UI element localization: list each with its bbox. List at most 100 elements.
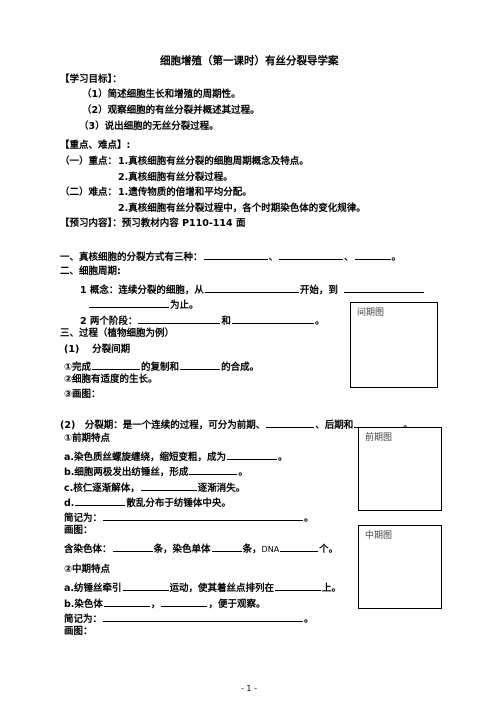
prophase-drawing-box[interactable]: 前期图	[358, 427, 442, 511]
prophase-draw: 画图：	[64, 525, 93, 536]
zhongdian-label: （一）重点：	[60, 156, 118, 167]
blank[interactable]	[204, 281, 299, 293]
end-mark: 。	[403, 420, 413, 431]
interphase-drawing-box[interactable]: 间期图	[350, 302, 438, 388]
document-title: 细胞增殖（第一课时）有丝分裂导学案	[160, 55, 339, 67]
blank[interactable]	[211, 540, 242, 552]
blank[interactable]	[140, 479, 197, 491]
interphase-line1: ①完成的复制和的合成。	[64, 358, 259, 374]
metaphase-summary: 简记为： 。	[64, 610, 314, 626]
blank[interactable]	[103, 610, 304, 622]
blank[interactable]	[279, 248, 344, 260]
prophase-b: b.细胞两极发出纺锤丝，形成 。	[64, 463, 248, 479]
concept-text: 开始，到	[299, 285, 338, 296]
blank[interactable]	[161, 595, 208, 607]
dna-label: DNA	[261, 545, 280, 554]
text: a.纺锤丝牵引	[64, 583, 122, 594]
end-mark: 。	[278, 452, 288, 463]
sep: 、	[268, 252, 279, 263]
cycle-concept-line2: 为止。	[88, 296, 199, 312]
blank[interactable]	[203, 248, 268, 260]
blank[interactable]	[103, 509, 304, 521]
text: 的合成。	[221, 362, 260, 373]
stages-text: 和	[221, 316, 231, 327]
text: b.染色体	[64, 599, 103, 610]
prophase-summary: 简记为： 。	[64, 509, 314, 525]
objective-item: （3）说出细胞的无丝分裂过程。	[79, 121, 219, 132]
section3-header: 三、过程（植物细胞为例）	[60, 328, 175, 339]
objective-item: （1）简述细胞生长和增殖的周期性。	[82, 89, 241, 100]
text: d.	[64, 498, 75, 509]
text: c.核仁逐渐解体，	[64, 483, 140, 494]
nandian-item: 2.真核细胞有丝分裂过程中，各个时期染色体的变化规律。	[118, 203, 366, 214]
metaphase-drawing-box[interactable]: 中期图	[358, 525, 442, 609]
page-number: - 1 -	[241, 684, 257, 693]
keypoints-header: 【重点、难点】:	[60, 140, 131, 151]
metaphase-b: b.染色体 ， ，便于观察。	[64, 595, 265, 611]
blank[interactable]	[103, 595, 150, 607]
text: 散乱分布于纺锤体中央。	[126, 498, 231, 509]
box-label: 前期图	[365, 433, 393, 443]
section2-header: 二、细胞周期:	[60, 266, 121, 277]
nandian-item: 1.遗传物质的倍增和平均分配。	[118, 187, 252, 198]
preview-text: 预习教材内容 P110-114 面	[121, 218, 246, 229]
box-label: 中期图	[365, 531, 393, 541]
blank[interactable]	[275, 579, 322, 591]
box-label: 间期图	[357, 308, 385, 318]
metaphase-title: ②中期特点	[64, 564, 111, 575]
section1-line: 一、真核细胞的分裂方式有三种：、、。	[60, 248, 401, 264]
end-mark: 上。	[322, 583, 342, 594]
text: ，便于观察。	[208, 599, 266, 610]
text: 简记为：	[64, 513, 103, 524]
text: 条，	[242, 544, 262, 555]
nandian-label: （二）难点：	[60, 187, 118, 198]
blank[interactable]	[180, 358, 221, 370]
end-mark: 。	[238, 467, 248, 478]
stages-text: 2 两个阶段：	[80, 316, 138, 327]
text: b.细胞两极发出纺锤丝，形成	[64, 467, 189, 478]
objective-item: （2）观察细胞的有丝分裂并概述其过程。	[82, 105, 260, 116]
blank[interactable]	[92, 358, 141, 370]
cycle-concept-line: 1 概念：连续分裂的细胞，从开始，到	[80, 281, 425, 297]
prophase-a: a.染色质丝螺旋缠绕，缩短变粗，成为 。	[64, 448, 288, 464]
text: ，	[150, 599, 161, 610]
preview-label: 【预习内容】：	[60, 218, 122, 229]
prophase-title: ①前期特点	[64, 433, 111, 444]
metaphase-a: a.纺锤丝牵引 运动，使其着丝点排列在 上。	[64, 579, 341, 595]
text: 个。	[319, 544, 339, 555]
blank[interactable]	[75, 494, 126, 506]
blank[interactable]	[138, 312, 221, 324]
text: ①完成	[64, 362, 92, 373]
blank[interactable]	[89, 296, 169, 308]
text: a.染色质丝螺旋缠绕，缩短变粗，成为	[64, 452, 227, 463]
blank[interactable]	[112, 540, 153, 552]
sep: 、	[344, 252, 354, 263]
text: 简记为：	[64, 614, 103, 625]
text: 、后期和	[315, 420, 354, 431]
blank[interactable]	[280, 540, 319, 552]
zhongdian-item: 1.真核细胞有丝分裂的细胞周期概念及特点。	[118, 156, 309, 167]
interphase-line3: ③画图：	[64, 389, 101, 400]
blank[interactable]	[266, 416, 315, 428]
blank[interactable]	[122, 579, 169, 591]
prophase-d: d. 散乱分布于纺锤体中央。	[64, 494, 231, 510]
blank[interactable]	[343, 281, 424, 293]
blank[interactable]	[189, 463, 238, 475]
end-mark: 。	[391, 252, 402, 263]
interphase-line2: ②细胞有适度的生长。	[64, 374, 158, 385]
text: 逐渐消失。	[197, 483, 246, 494]
end-mark: 。	[304, 614, 314, 625]
concept-text: 为止。	[170, 300, 199, 311]
blank[interactable]	[354, 248, 391, 260]
text: 条，染色单体	[153, 544, 211, 555]
cycle-stages-line: 2 两个阶段： 和 。	[80, 312, 324, 328]
text: 运动，使其着丝点排列在	[169, 583, 275, 594]
blank[interactable]	[227, 448, 278, 460]
end-mark: 。	[304, 513, 314, 524]
blank[interactable]	[231, 312, 314, 324]
interphase-title: (1) 分裂间期	[64, 344, 131, 355]
preview-line: 【预习内容】：预习教材内容 P110-114 面	[60, 217, 245, 230]
end-mark: 。	[314, 316, 325, 327]
